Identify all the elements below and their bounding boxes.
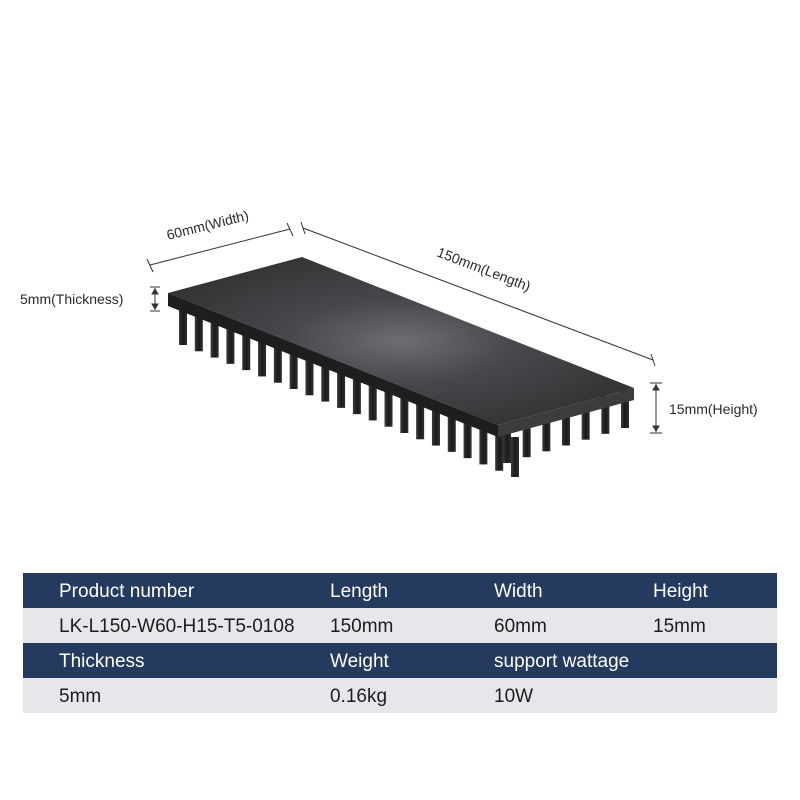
height-dimension: [650, 382, 662, 434]
height-label: 15mm(Height): [669, 401, 758, 417]
table-cell: 0.16kg: [330, 686, 388, 707]
pin-fin: [621, 390, 629, 428]
width-label: 60mm(Width): [165, 207, 250, 243]
pin-fin: [321, 361, 330, 402]
pin-fin: [368, 380, 377, 421]
thickness-dimension: [150, 286, 160, 312]
pin-fin: [581, 401, 590, 440]
width-dimension: [146, 222, 294, 273]
pin-fin: [542, 413, 551, 452]
length-label: 150mm(Length): [435, 244, 533, 294]
table-cell: 60mm: [494, 616, 547, 637]
pin-fin: [431, 405, 440, 446]
pin-fin: [447, 411, 456, 452]
pin-fin: [522, 419, 531, 458]
pin-fin: [495, 430, 504, 471]
length-dimension: [300, 221, 656, 367]
heatsink-illustration: 60mm(Width) 150mm(Length) 5mm(Thickness)…: [20, 207, 758, 477]
pin-fin: [210, 317, 219, 358]
table-cell: 15mm: [653, 616, 706, 637]
base-plate: [168, 257, 634, 437]
table-row: LK-L150-W60-H15-T5-0108 150mm 60mm 15mm: [23, 608, 777, 643]
pin-fin: [352, 374, 361, 415]
pin-fin: [416, 399, 425, 440]
pin-fin: [242, 330, 251, 371]
table-cell: 150mm: [330, 616, 394, 637]
table-cell: 5mm: [59, 686, 102, 707]
table-cell: support wattage: [494, 651, 630, 672]
pin-fin: [258, 336, 267, 377]
table-cell: 10W: [494, 686, 534, 707]
spec-table: Product number Length Width Height LK-L1…: [23, 573, 777, 713]
table-cell: Width: [494, 581, 543, 602]
table-cell: LK-L150-W60-H15-T5-0108: [59, 616, 295, 637]
pin-fins: [179, 305, 629, 477]
pin-fin: [194, 311, 203, 352]
table-cell: Product number: [59, 581, 195, 602]
table-cell: Length: [330, 581, 389, 602]
table-header-row: Product number Length Width Height: [23, 573, 777, 608]
table-row: 5mm 0.16kg 10W: [23, 678, 777, 713]
pin-fin: [384, 386, 393, 427]
pin-fin: [289, 349, 298, 389]
table-cell: Weight: [330, 651, 389, 672]
thickness-label: 5mm(Thickness): [20, 291, 123, 307]
table-header-row: Thickness Weight support wattage: [23, 643, 777, 678]
pin-fin: [601, 395, 610, 434]
pin-fin: [463, 418, 472, 459]
pin-fin: [337, 367, 346, 408]
pin-fin: [226, 323, 235, 364]
pin-fin: [479, 424, 488, 465]
table-cell: Height: [653, 581, 708, 602]
pin-fin: [305, 355, 314, 396]
pin-fin: [562, 407, 570, 446]
pin-fin: [179, 305, 187, 345]
pin-fin: [511, 437, 519, 477]
pin-fin: [503, 425, 511, 463]
table-cell: Thickness: [59, 651, 145, 672]
pin-fin: [273, 342, 282, 383]
pin-fin: [400, 393, 409, 433]
